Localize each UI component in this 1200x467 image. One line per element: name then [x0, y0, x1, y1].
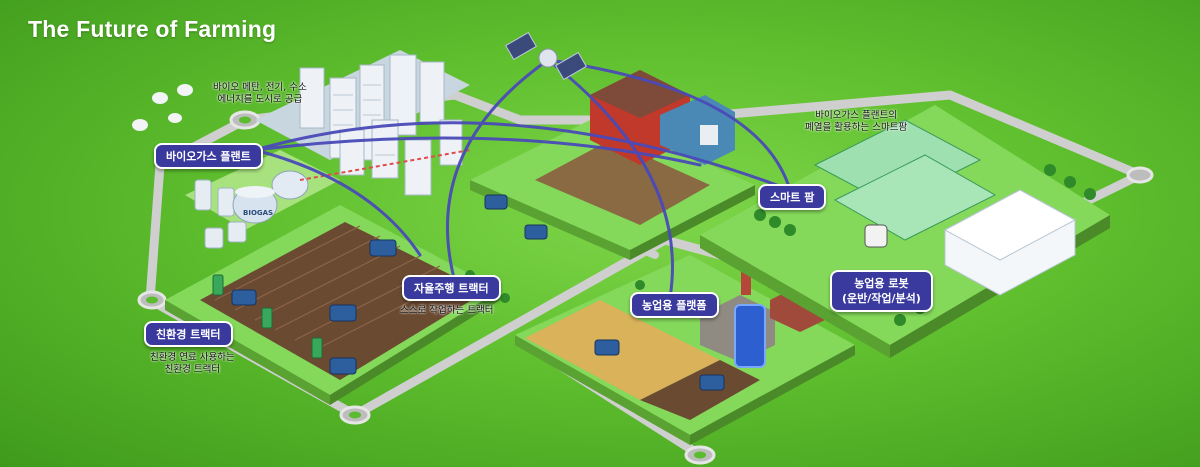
label-biogas-plant: 바이오가스 플랜트	[154, 143, 263, 169]
tractors	[231, 194, 725, 391]
auto-tractor-caption: 스스로 작업하는 트랙터	[400, 305, 494, 316]
eco-tractor-caption: 친환경 연료 사용하는 친환경 트랙터	[150, 352, 235, 376]
farm-robot	[864, 224, 888, 248]
label-smart-farm: 스마트 팜	[758, 184, 827, 210]
page-title: The Future of Farming	[28, 16, 277, 42]
outer-road	[145, 90, 1145, 420]
barn-plot	[470, 70, 755, 260]
label-ag-robot: 농업용 로봇 (운반/작업/분석)	[830, 270, 933, 312]
smart-farm-plot	[700, 105, 1110, 358]
ag-robot-line-2: (운반/작업/분석)	[842, 292, 921, 305]
phone-device	[734, 304, 766, 368]
smart-farm-caption: 바이오가스 플랜트의 폐열을 활용하는 스마트팜	[805, 110, 907, 134]
eco-caption-line-1: 친환경 연료 사용하는	[150, 352, 235, 363]
satellite	[505, 31, 587, 81]
smart-caption-line-1: 바이오가스 플랜트의	[815, 110, 897, 121]
label-eco-tractor: 친환경 트랙터	[144, 321, 233, 347]
soil-field	[200, 222, 485, 380]
label-ag-platform: 농업용 플랫폼	[630, 292, 719, 318]
platform-plot	[515, 245, 855, 445]
clouds	[132, 84, 193, 131]
biogas-caption-line-2: 에너지를 도시로 공급	[217, 94, 303, 105]
connection-arcs	[253, 58, 792, 300]
biogas-tank-text: BIOGAS	[243, 209, 273, 217]
biogas-plant: BIOGAS	[185, 150, 340, 249]
eco-caption-line-2: 친환경 트랙터	[164, 364, 221, 375]
label-auto-tractor: 자율주행 트랙터	[402, 275, 501, 301]
ag-robot-line-1: 농업용 로봇	[854, 277, 909, 290]
biogas-caption: 바이오 메탄, 전기, 수소 에너지를 도시로 공급	[213, 82, 307, 106]
smart-caption-line-2: 폐열을 활용하는 스마트팜	[805, 122, 908, 133]
city	[255, 50, 471, 196]
biogas-caption-line-1: 바이오 메탄, 전기, 수소	[213, 82, 307, 93]
charging-stations	[212, 274, 323, 359]
